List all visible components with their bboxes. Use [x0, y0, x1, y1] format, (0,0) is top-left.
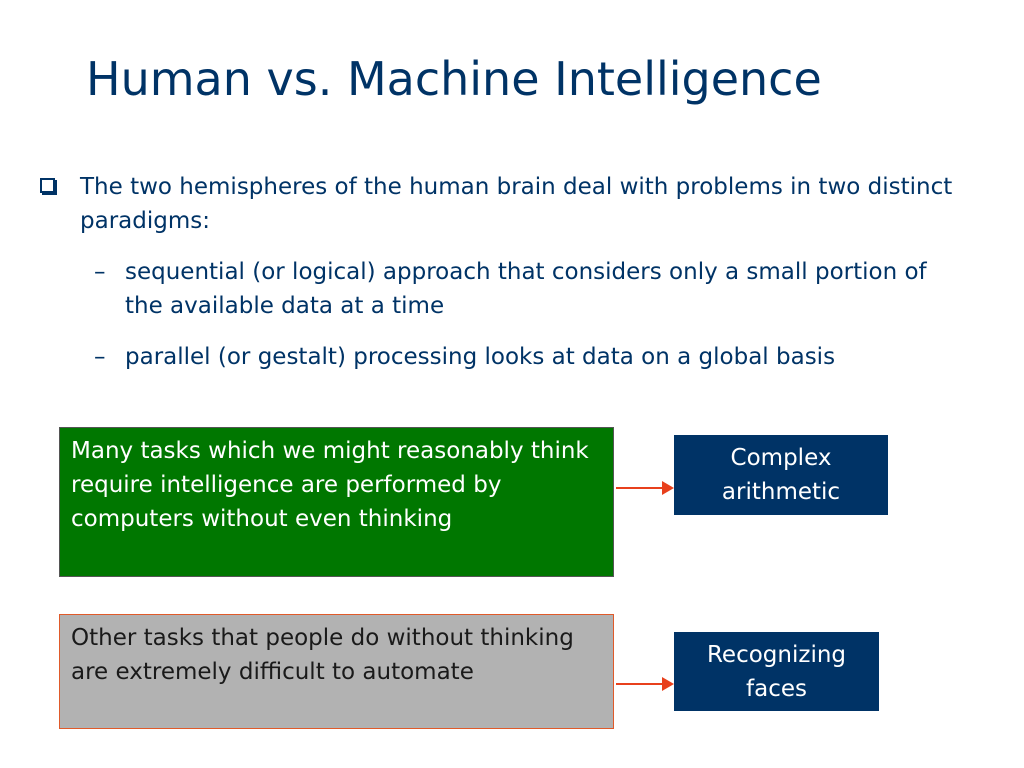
tag-complex-arithmetic: Complex arithmetic — [674, 435, 888, 515]
dash-bullet-1: – — [94, 259, 106, 285]
callout-humans: Other tasks that people do without think… — [59, 614, 614, 729]
checkbox-bullet-icon — [40, 178, 55, 193]
arrow-right-icon — [616, 481, 674, 495]
bullet-main: The two hemispheres of the human brain d… — [80, 174, 953, 234]
callout-computers: Many tasks which we might reasonably thi… — [59, 427, 614, 577]
tag-recognizing-faces: Recognizing faces — [674, 632, 879, 711]
arrow-right-icon — [616, 677, 674, 691]
tag-label: Complex arithmetic — [721, 445, 841, 505]
bullet-sub-parallel: parallel (or gestalt) processing looks a… — [125, 344, 836, 370]
dash-bullet-2: – — [94, 344, 106, 370]
tag-label: Recognizing faces — [706, 641, 847, 702]
slide-title: Human vs. Machine Intelligence — [86, 52, 822, 106]
bullet-sub-sequential: sequential (or logical) approach that co… — [125, 259, 927, 319]
